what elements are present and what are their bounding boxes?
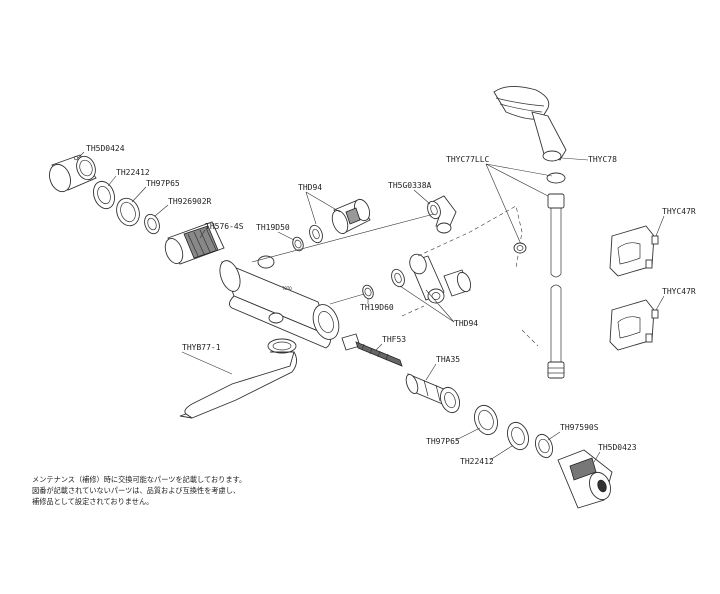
part-th97p65-bottom [474, 404, 498, 436]
label-th576-4s: TH576-4S [205, 222, 244, 231]
part-th5d0423-cap [557, 449, 613, 509]
part-thyc47r-holder-1 [609, 225, 659, 277]
part-thyc47r-holder-2 [609, 299, 659, 351]
svg-text:TOTO: TOTO [282, 286, 292, 291]
label-th22412-top: TH22412 [116, 168, 150, 177]
label-thd94-top: THD94 [298, 183, 322, 192]
label-th97590s: TH97590S [560, 423, 599, 432]
label-thyc77llc: THYC77LLC [446, 155, 490, 164]
label-th926902r: TH926902R [168, 197, 212, 206]
part-thd94-bottom [391, 253, 472, 304]
note-line-3: 補修品として設定されておりません。 [32, 497, 154, 506]
maintenance-note: メンテナンス（補修）時に交換可能なパーツを記載しております。 図番が記載されてい… [32, 474, 292, 507]
part-thd94-top [309, 198, 371, 244]
label-th97p65-top: TH97P65 [146, 179, 180, 188]
note-line-1: メンテナンス（補修）時に交換可能なパーツを記載しております。 [32, 475, 247, 484]
part-thf53-filter [341, 333, 403, 367]
label-thyc78: THYC78 [588, 155, 617, 164]
label-th19d50-left: TH19D50 [256, 223, 290, 232]
part-th19d50-nut [292, 236, 304, 252]
part-th576-4s-cartridge [164, 221, 225, 265]
part-th926902r-washer [144, 213, 160, 235]
label-th5g0338a: TH5G0338A [388, 181, 432, 190]
note-line-2: 図番が記載されていないパーツは、品質および互換性を考慮し、 [32, 486, 241, 495]
part-th19d60-nut [362, 284, 374, 300]
label-thyb77-1: THYB77-1 [182, 343, 221, 352]
part-thyc77llc-hose [513, 172, 566, 379]
label-thyc47r-2: THYC47R [662, 287, 696, 296]
part-thyb77-1-spout [179, 338, 297, 419]
label-thf53: THF53 [382, 335, 406, 344]
label-th5d0423: TH5D0423 [598, 443, 637, 452]
label-thd94-bottom: THD94 [454, 319, 478, 328]
label-th5d0424: TH5D0424 [86, 144, 125, 153]
part-th5d0424-cap [49, 154, 97, 193]
part-th97p65-top [116, 197, 140, 227]
part-mixer-body: TOTO [219, 255, 340, 349]
part-th97590s-washer [534, 433, 554, 459]
label-th22412-bottom: TH22412 [460, 457, 494, 466]
label-thyc47r-1: THYC47R [662, 207, 696, 216]
label-th19d60: TH19D60 [360, 303, 394, 312]
part-th5g0338a-elbow [427, 195, 457, 234]
part-tha35-valve [405, 373, 461, 414]
label-tha35: THA35 [436, 355, 460, 364]
part-th22412-bottom [507, 421, 529, 451]
part-th22412-top [93, 180, 115, 210]
label-th97p65-bottom: TH97P65 [426, 437, 460, 446]
part-thyc78-shower-head [493, 86, 567, 162]
